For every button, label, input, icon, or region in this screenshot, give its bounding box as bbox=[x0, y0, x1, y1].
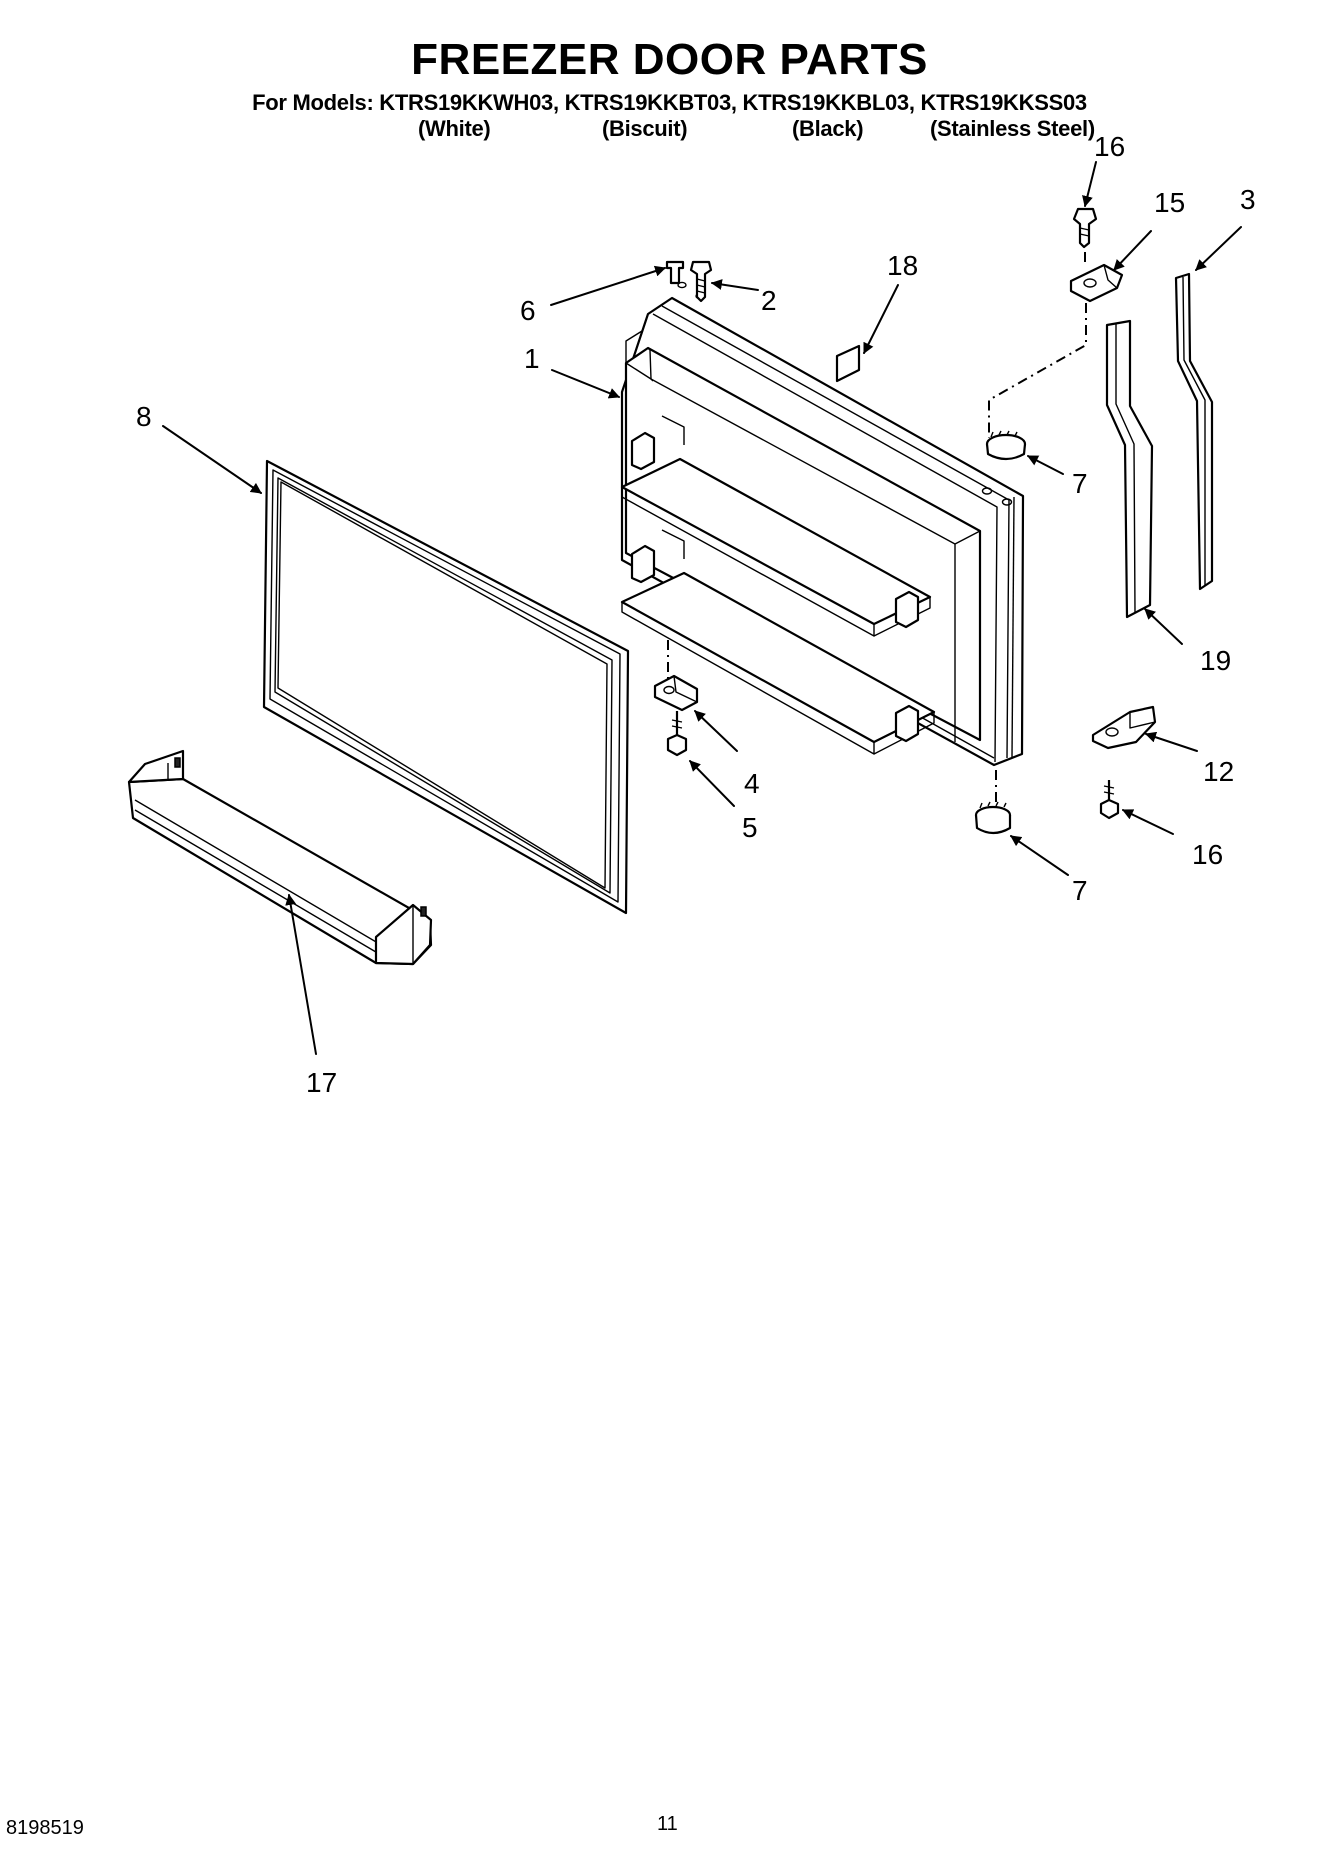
hinge-alignment-line bbox=[988, 252, 1087, 438]
page-title: FREEZER DOOR PARTS bbox=[411, 35, 928, 84]
callout-19: 19 bbox=[1200, 645, 1232, 676]
document-number: 8198519 bbox=[6, 1817, 84, 1839]
screw-5 bbox=[666, 711, 688, 757]
hinge-12 bbox=[1091, 705, 1157, 750]
color-label-stainless-steel: (Stainless Steel) bbox=[930, 116, 1095, 141]
color-label-biscuit: (Biscuit) bbox=[602, 116, 688, 141]
callout-15: 15 bbox=[1154, 187, 1186, 218]
callout-6: 6 bbox=[520, 295, 536, 326]
callout-17: 17 bbox=[306, 1067, 338, 1098]
callout-12: 12 bbox=[1203, 756, 1235, 787]
callout-4: 4 bbox=[744, 768, 760, 799]
handle-trim-19 bbox=[1105, 319, 1154, 619]
bushing-7-top bbox=[985, 430, 1027, 461]
bracket-4 bbox=[653, 674, 699, 712]
hinge-15 bbox=[1069, 263, 1124, 303]
callout-1: 1 bbox=[524, 343, 540, 374]
screw-16-bottom bbox=[1099, 780, 1120, 820]
screw-16-top bbox=[1072, 207, 1098, 249]
handle-trim-3 bbox=[1174, 272, 1214, 591]
door-label bbox=[835, 344, 861, 383]
color-label-black: (Black) bbox=[792, 116, 864, 141]
bushing-7-bottom bbox=[974, 801, 1012, 835]
door-gasket bbox=[262, 459, 630, 915]
models-line: For Models: KTRS19KKWH03, KTRS19KKBT03, … bbox=[252, 90, 1087, 115]
door-handle bbox=[127, 749, 433, 966]
callout-18: 18 bbox=[887, 250, 919, 281]
callout-7-bottom: 7 bbox=[1072, 875, 1088, 906]
callout-3: 3 bbox=[1240, 184, 1256, 215]
freezer-door bbox=[620, 281, 1025, 767]
page-number: 11 bbox=[657, 1813, 678, 1835]
screw-2 bbox=[689, 260, 713, 303]
callout-5: 5 bbox=[742, 812, 758, 843]
callout-8: 8 bbox=[136, 401, 152, 432]
leader-arrows bbox=[162, 161, 1242, 1055]
callout-16-top: 16 bbox=[1094, 131, 1126, 162]
callout-16-bottom: 16 bbox=[1192, 839, 1224, 870]
callout-2: 2 bbox=[761, 285, 777, 316]
callout-7-top: 7 bbox=[1072, 468, 1088, 499]
color-label-white: (White) bbox=[418, 116, 491, 141]
plug-6 bbox=[665, 260, 685, 285]
